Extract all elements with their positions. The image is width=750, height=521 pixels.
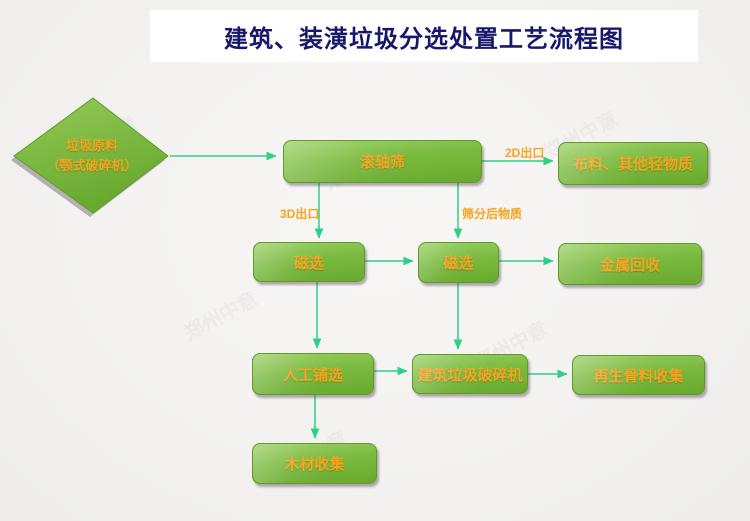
node-raw-material-label: 垃圾原料 （颚式破碎机） (13, 136, 171, 176)
edge-label-3d-exit: 3D出口 (280, 207, 320, 221)
raw-material-line1: 垃圾原料 (65, 138, 118, 153)
node-label: 人工铺选 (282, 366, 343, 384)
node-light-material: 布料、其他轻物质 (558, 142, 708, 185)
node-roller-screen: 滚轴筛 (283, 140, 482, 183)
page-title: 建筑、装潢垃圾分选处置工艺流程图 (224, 25, 624, 53)
node-magnetic-separation-2: 磁选 (418, 242, 499, 283)
node-label: 金属回收 (599, 256, 660, 274)
node-label: 滚轴筛 (359, 154, 405, 171)
node-wood-collection: 木材收集 (252, 443, 377, 484)
raw-material-line2: （颚式破碎机） (46, 158, 138, 173)
edge-label-2d-exit: 2D出口 (505, 146, 545, 160)
title-band: 建筑、装潢垃圾分选处置工艺流程图 (150, 10, 698, 62)
node-recycled-aggregate-collection: 再生骨料收集 (572, 355, 705, 395)
node-raw-material-shape (13, 97, 169, 214)
node-label: 建筑垃圾破碎机 (417, 366, 523, 384)
node-label: 磁选 (443, 255, 474, 272)
edge-label-screened-material: 筛分后物质 (462, 207, 523, 221)
node-construction-waste-crusher: 建筑垃圾破碎机 (412, 354, 528, 394)
node-label: 布料、其他轻物质 (572, 156, 693, 173)
node-label: 磁选 (293, 254, 324, 272)
node-magnetic-separation-1: 磁选 (253, 242, 365, 282)
node-manual-sorting: 人工铺选 (252, 353, 374, 395)
node-label: 木材收集 (284, 456, 345, 473)
node-metal-recovery: 金属回收 (558, 243, 702, 285)
node-label: 再生骨料收集 (593, 367, 684, 385)
